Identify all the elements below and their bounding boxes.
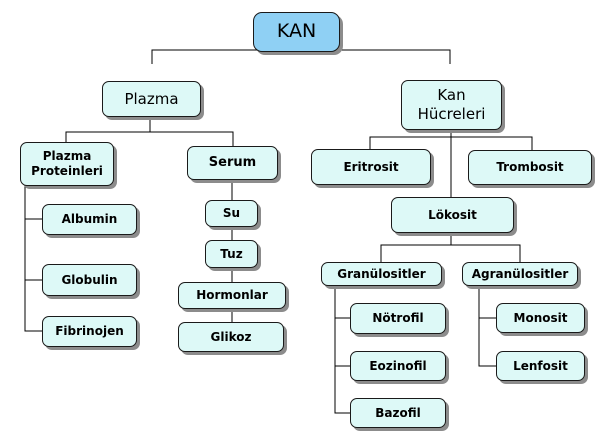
edge-lokosit-children xyxy=(380,244,521,262)
node-plazma-proteinleri: Plazma Proteinleri xyxy=(20,142,114,186)
node-eozinofil: Eozinofil xyxy=(350,351,446,381)
node-trombosit: Trombosit xyxy=(468,150,592,185)
node-agranulositler: Agranülositler xyxy=(462,262,578,286)
node-granulositler: Granülositler xyxy=(321,262,442,286)
node-lenfosit: Lenfosit xyxy=(496,351,585,381)
node-kan: KAN xyxy=(253,12,340,52)
node-eritrosit: Eritrosit xyxy=(311,149,431,185)
node-hormonlar: Hormonlar xyxy=(178,282,286,309)
node-notrofil: Nötrofil xyxy=(350,303,446,334)
node-plazma: Plazma xyxy=(102,81,201,117)
node-albumin: Albumin xyxy=(42,204,137,235)
edge-granulositler-list xyxy=(334,285,350,414)
edge-agranulositler-list xyxy=(478,285,496,367)
node-glikoz: Glikoz xyxy=(178,322,284,352)
node-monosit: Monosit xyxy=(496,303,585,333)
edge-proteinleri-list xyxy=(24,186,42,332)
node-bazofil: Bazofil xyxy=(350,398,446,428)
edge-kan-plazma xyxy=(151,49,451,64)
node-globulin: Globulin xyxy=(42,264,137,296)
node-lokosit: Lökosit xyxy=(391,197,514,233)
node-fibrinojen: Fibrinojen xyxy=(42,316,137,347)
node-tuz: Tuz xyxy=(205,240,258,268)
node-kan-hucreleri: Kan Hücreleri xyxy=(401,80,502,130)
node-su: Su xyxy=(205,200,258,227)
node-serum: Serum xyxy=(187,146,278,180)
